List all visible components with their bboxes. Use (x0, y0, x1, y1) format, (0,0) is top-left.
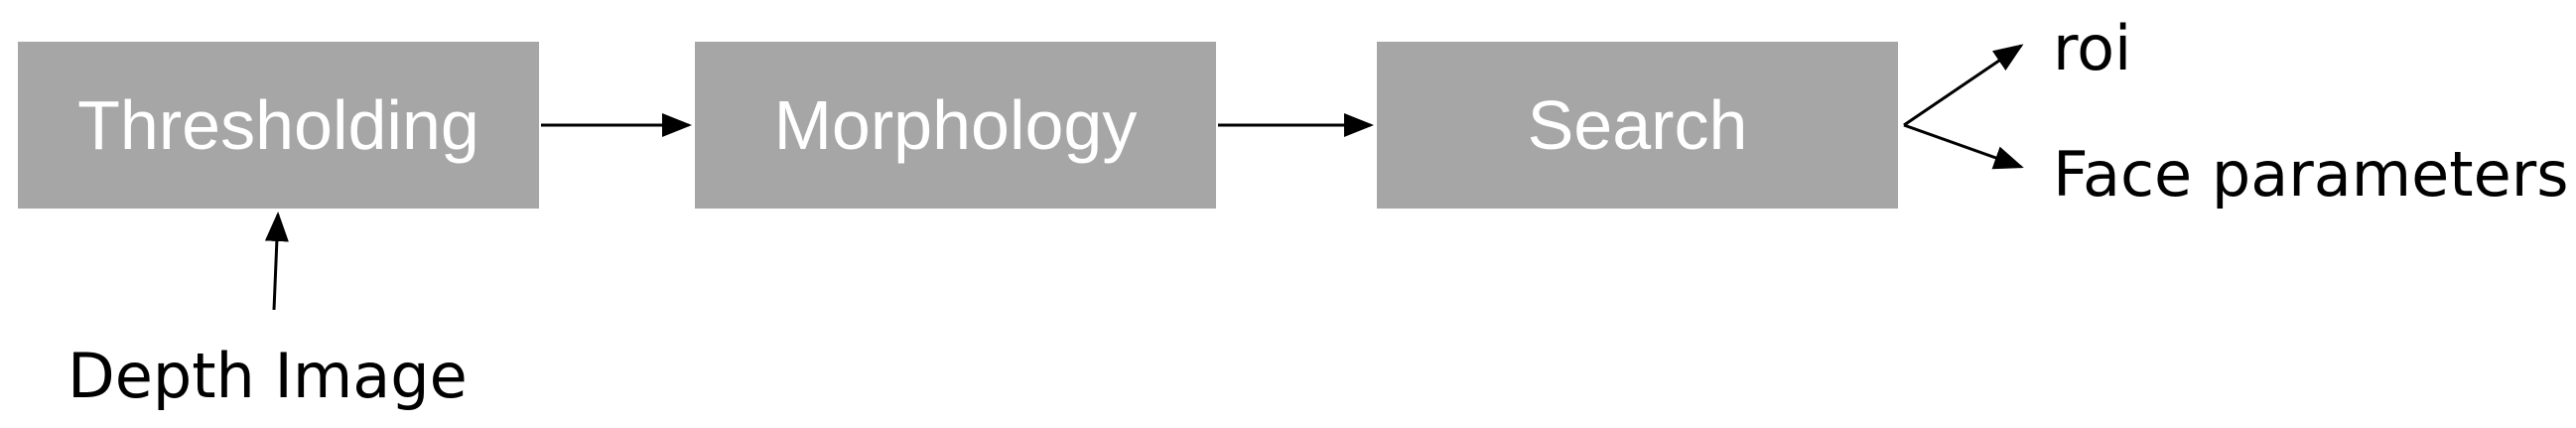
thresholding-box: Thresholding (18, 42, 539, 209)
output-face-parameters-label: Face parameters (2053, 138, 2569, 211)
arrow-search-to-face-parameters (1903, 123, 2024, 170)
output-roi-label: roi (2053, 12, 2132, 84)
search-box: Search (1377, 42, 1898, 209)
morphology-label: Morphology (773, 86, 1138, 164)
search-label: Search (1527, 86, 1748, 164)
morphology-box: Morphology (695, 42, 1216, 209)
thresholding-label: Thresholding (77, 86, 479, 164)
arrow-search-to-roi (1903, 44, 2024, 127)
arrow-depth-image-to-thresholding (264, 212, 289, 311)
input-depth-image-label: Depth Image (68, 340, 468, 412)
